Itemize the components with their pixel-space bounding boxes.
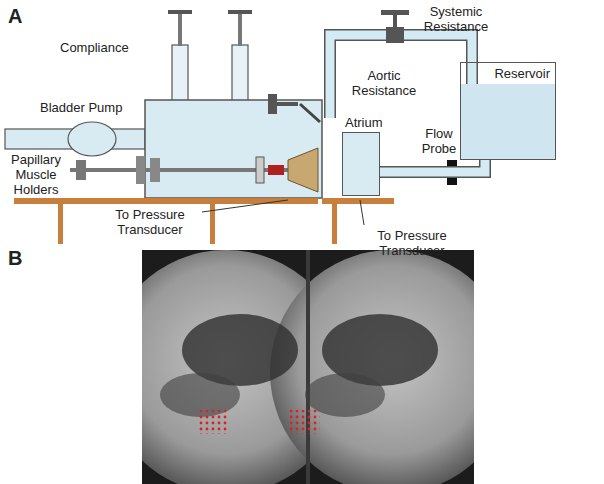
holder-block — [136, 156, 145, 184]
node-text: Reservoir — [461, 63, 555, 81]
leader-line — [360, 200, 364, 225]
table-top — [14, 198, 318, 204]
table-top — [322, 198, 394, 204]
flow-tube — [380, 160, 485, 172]
aortic-resistance-knob — [268, 94, 277, 114]
part-label: Compliance — [60, 40, 129, 55]
tube-wall — [380, 160, 485, 172]
part-label: Papillary Muscle Holders — [4, 152, 68, 197]
marker-dots — [198, 410, 228, 434]
reservoir-water — [461, 84, 555, 159]
marker-dots — [290, 410, 320, 434]
valve-block — [386, 27, 404, 43]
systemic-tube — [330, 35, 472, 118]
aortic-resistance-rod — [276, 102, 298, 106]
aortic-valve — [300, 104, 320, 122]
syringe-cap — [228, 10, 252, 14]
syringe-plunger — [238, 14, 242, 46]
part-label: To Pressure Transducer — [100, 207, 200, 237]
view-divider — [306, 250, 310, 484]
syringe-barrel — [172, 45, 188, 101]
node-text: Atrium — [345, 115, 383, 130]
panel-letter: A — [8, 4, 22, 28]
photo — [142, 250, 474, 484]
leader-line — [202, 200, 288, 212]
syringe-plunger — [178, 14, 182, 46]
part-label: Aortic Resistance — [345, 68, 423, 98]
reservoir-tank: Reservoir — [460, 62, 556, 160]
valve-stem — [393, 13, 397, 29]
part-label: To Pressure Transducer — [362, 228, 462, 258]
part-label: Systemic Resistance — [410, 4, 502, 34]
table-leg — [332, 204, 337, 244]
holder-block — [150, 158, 160, 182]
syringe-barrel — [232, 45, 248, 101]
panel-letter: B — [8, 246, 22, 270]
ventricle-chamber — [145, 100, 322, 198]
valve-handle — [381, 10, 409, 15]
mitral-valve — [288, 148, 318, 192]
holder-knob — [76, 160, 86, 180]
holder-plate — [256, 157, 264, 183]
systemic-tube-fill — [330, 35, 472, 118]
table-leg — [58, 204, 63, 244]
syringe-cap — [168, 10, 192, 14]
part-label: Flow Probe — [414, 126, 464, 156]
part-label: Bladder Pump — [40, 100, 122, 115]
spring-sensor — [268, 165, 284, 175]
scope-view — [270, 250, 474, 484]
tube-fill — [380, 160, 485, 172]
atrium-chamber: Atrium — [342, 132, 380, 196]
bladder-pump — [68, 122, 116, 156]
